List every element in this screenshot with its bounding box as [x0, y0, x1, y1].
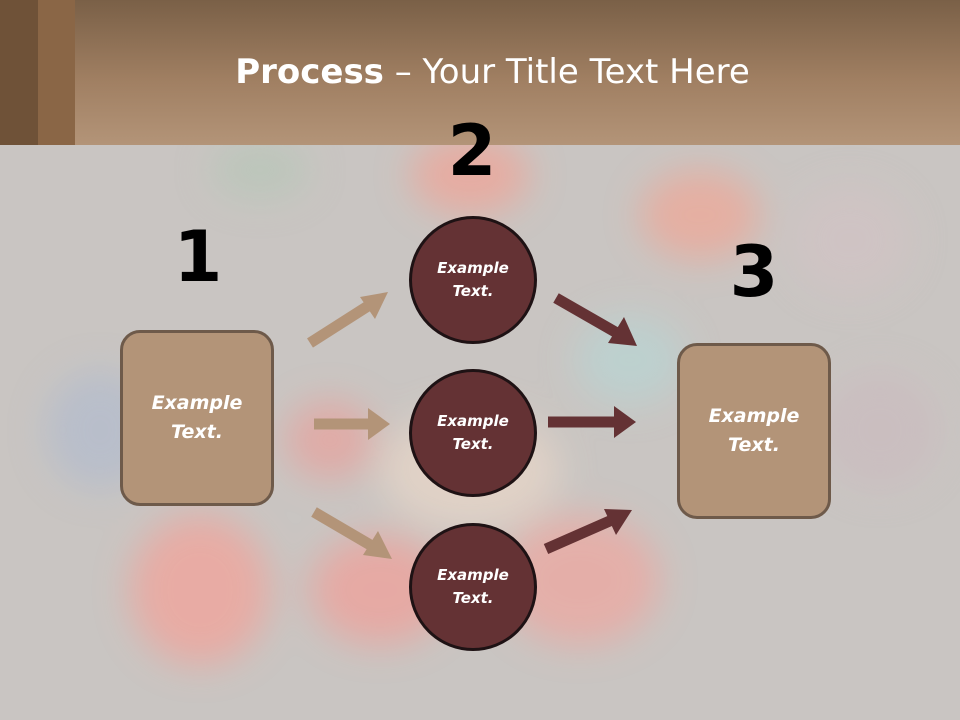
circle-middle-text: Example Text. [437, 412, 509, 453]
arrow-left-up [307, 292, 388, 348]
title-rest: – Your Title Text Here [383, 52, 750, 92]
step-box-1-text: Example Text. [151, 392, 243, 443]
step-box-3: Example Text. [677, 343, 831, 519]
arrow-left-mid [314, 408, 390, 440]
header-bar [0, 0, 960, 145]
arrow-right-mid [548, 406, 636, 438]
step-number-3: 3 [729, 231, 779, 313]
slide-title: Process – Your Title Text Here [0, 52, 960, 92]
arrow-right-up [543, 509, 632, 555]
title-bold: Process [235, 52, 384, 92]
step-box-1: Example Text. [120, 330, 274, 506]
circle-top: Example Text. [409, 216, 537, 344]
step-number-2: 2 [447, 110, 497, 192]
step-number-1: 1 [173, 216, 223, 298]
header-accent-left [0, 0, 38, 145]
circle-middle: Example Text. [409, 369, 537, 497]
circle-bottom-text: Example Text. [437, 566, 509, 607]
arrow-left-down [311, 507, 392, 559]
step-box-3-text: Example Text. [708, 405, 800, 456]
arrow-right-down [553, 293, 637, 346]
circle-bottom: Example Text. [409, 523, 537, 651]
right-arrows [543, 293, 637, 555]
circle-top-text: Example Text. [437, 259, 509, 300]
header-accent-inner [38, 0, 75, 145]
left-arrows [307, 292, 392, 559]
